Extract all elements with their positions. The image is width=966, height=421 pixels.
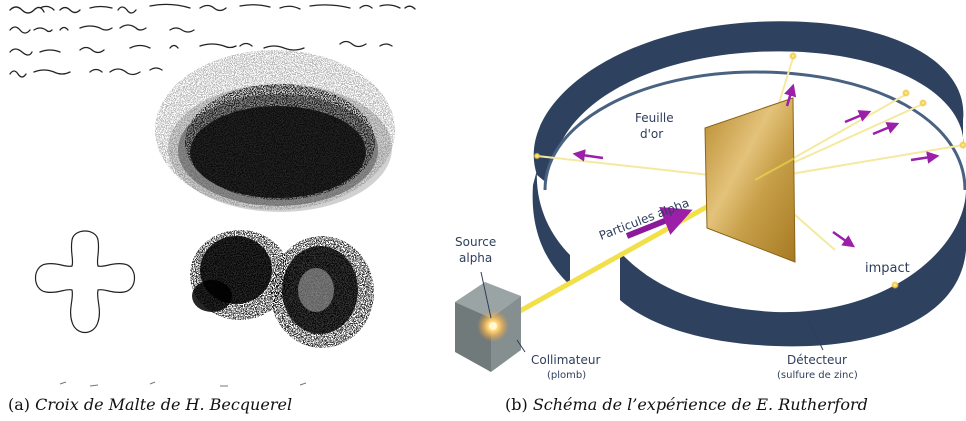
label-collimator-line1: Collimateur	[531, 353, 600, 367]
detector-ring-back	[533, 21, 964, 191]
detector-ring-front	[620, 190, 966, 347]
caption-b-tag: (b)	[505, 395, 528, 414]
label-detector-line1: Détecteur	[787, 353, 847, 367]
caption-a-tag: (a)	[8, 395, 31, 414]
label-source-line1: Source	[455, 235, 496, 249]
exposure-halo	[155, 50, 395, 210]
detector-ring-left-stub	[532, 170, 570, 285]
label-detector-line2: (sulfure de zinc)	[777, 370, 858, 381]
alpha-source-core	[489, 322, 497, 330]
label-source-line2: alpha	[459, 251, 492, 265]
caption-b-text: Schéma de l’expérience de E. Rutherford	[532, 395, 868, 414]
label-foil-line2: d'or	[640, 127, 663, 141]
plate-edge-marks	[59, 381, 307, 387]
caption-a-text: Croix de Malte de H. Becquerel	[35, 395, 293, 414]
maltese-cross-outline	[34, 230, 136, 334]
caption-a: (a) Croix de Malte de H. Becquerel	[8, 395, 292, 414]
rutherford-diagram-panel: Feuille d'or Particules alpha Source alp…	[455, 0, 966, 390]
label-impact: impact	[865, 261, 910, 276]
caption-b: (b) Schéma de l’expérience de E. Rutherf…	[505, 395, 868, 414]
label-foil-line1: Feuille	[635, 111, 674, 125]
exposure-blob-lower-right	[270, 236, 374, 348]
particles-alpha-arrow	[625, 206, 693, 239]
detector-ring-rim	[543, 70, 966, 191]
becquerel-plate-image	[0, 0, 440, 390]
direction-arrows	[572, 83, 940, 248]
alpha-beam-through	[754, 157, 796, 181]
label-collimator-line2: (plomb)	[547, 370, 586, 381]
handwritten-notes	[9, 3, 416, 78]
impact-points	[533, 52, 966, 289]
rutherford-diagram: Feuille d'or Particules alpha Source alp…	[455, 21, 966, 381]
gold-foil	[704, 97, 796, 263]
exposure-blob-lower-left	[190, 230, 290, 320]
becquerel-plate-panel	[0, 0, 440, 390]
leader-lines	[480, 271, 824, 353]
